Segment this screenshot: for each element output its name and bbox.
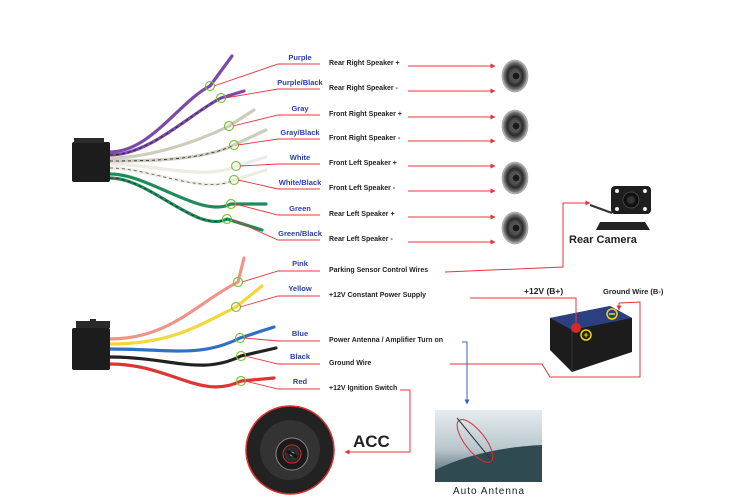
wire-function-label: Parking Sensor Control Wires bbox=[329, 267, 429, 274]
wire-blue bbox=[108, 325, 276, 353]
battery-image: + bbox=[450, 297, 641, 378]
wire-function-label: Rear Right Speaker - bbox=[329, 85, 398, 92]
wire-color-label: Purple/Black bbox=[277, 78, 323, 87]
wire-red bbox=[108, 362, 276, 389]
wire-pink bbox=[108, 256, 246, 341]
rear-camera-image bbox=[589, 186, 651, 230]
wire-color-label: Red bbox=[292, 377, 308, 386]
upper-connector bbox=[72, 138, 110, 182]
leader-lines bbox=[204, 63, 496, 390]
wire-purple bbox=[108, 54, 234, 154]
wire-color-label: Yellow bbox=[288, 284, 312, 293]
camera-connection-line bbox=[444, 200, 591, 273]
speaker-icon-2 bbox=[501, 109, 529, 143]
wire-function-label: Rear Right Speaker + bbox=[329, 60, 400, 67]
lower-connector bbox=[72, 319, 110, 370]
wire-yellow bbox=[108, 284, 264, 346]
wire-function-label: Front Left Speaker + bbox=[329, 160, 397, 167]
wire-color-label: Blue bbox=[291, 329, 309, 338]
wire-color-label: Gray bbox=[291, 104, 309, 113]
wire-color-label: Green/Black bbox=[278, 229, 322, 238]
battery-negative-label: Ground Wire (B-) bbox=[603, 287, 664, 296]
wire-function-label: Power Antenna / Amplifier Turn on bbox=[329, 337, 444, 344]
wire-function-label: Front Right Speaker - bbox=[329, 135, 401, 142]
svg-text:+: + bbox=[583, 330, 588, 340]
wire-color-label: White bbox=[289, 153, 311, 162]
wire-function-label: Rear Left Speaker + bbox=[329, 211, 395, 218]
wire-color-label: White/Black bbox=[278, 178, 322, 187]
speaker-icon-4 bbox=[501, 211, 529, 245]
acc-label: ACC bbox=[353, 432, 390, 451]
wire-function-label: +12V Constant Power Supply bbox=[329, 292, 427, 299]
wire-function-label: Rear Left Speaker - bbox=[329, 236, 393, 243]
acc-connection-line bbox=[344, 389, 411, 455]
ignition-switch-image bbox=[245, 405, 335, 495]
wire-function-label: Ground Wire bbox=[329, 360, 372, 367]
antenna-connection-line bbox=[462, 341, 470, 405]
battery-positive-label: +12V (B+) bbox=[524, 286, 564, 296]
wire-function-label: Front Left Speaker - bbox=[329, 185, 396, 192]
lower-wires bbox=[108, 256, 278, 389]
auto-antenna-image bbox=[435, 410, 542, 482]
auto-antenna-label: Auto Antenna bbox=[453, 486, 526, 497]
speaker-icon-3 bbox=[501, 161, 529, 195]
wire-color-label: Gray/Black bbox=[280, 128, 320, 137]
wire-color-label: Purple bbox=[288, 53, 312, 62]
wire-color-label: Pink bbox=[292, 259, 308, 268]
wire-black bbox=[108, 346, 278, 367]
wire-color-label: Black bbox=[289, 352, 311, 361]
rear-camera-label: Rear Camera bbox=[569, 234, 637, 246]
wire-function-label: +12V Ignition Switch bbox=[329, 385, 398, 392]
wire-color-label: Green bbox=[289, 204, 311, 213]
upper-wires bbox=[108, 54, 268, 232]
speaker-icon-1 bbox=[501, 59, 529, 93]
wire-function-label: Front Right Speaker + bbox=[329, 111, 402, 118]
